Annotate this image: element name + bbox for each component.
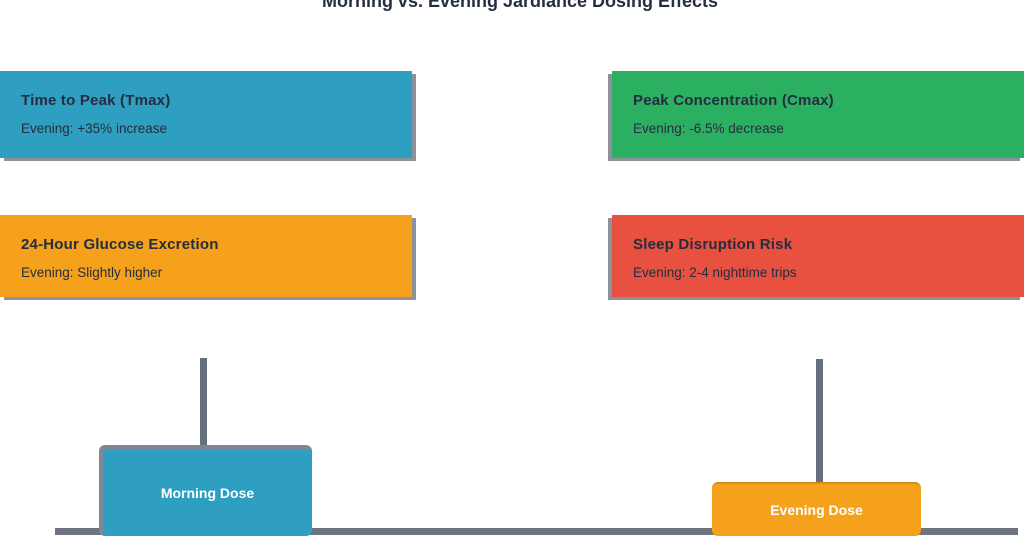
node-evening-dose-label: Evening Dose (770, 502, 863, 518)
card-peak-concentration-heading: Peak Concentration (Cmax) (633, 92, 834, 109)
node-evening-dose: Evening Dose (712, 482, 921, 536)
node-morning-dose: Morning Dose (99, 445, 312, 536)
card-glucose-excretion-heading: 24-Hour Glucose Excretion (21, 236, 219, 253)
diagram-title: Morning vs. Evening Jardiance Dosing Eff… (321, 0, 719, 11)
card-sleep-disruption-heading: Sleep Disruption Risk (633, 236, 793, 253)
card-sleep-disruption-detail: Evening: 2-4 nighttime trips (633, 265, 797, 280)
connector-line-morning (200, 358, 207, 450)
card-glucose-excretion-detail: Evening: Slightly higher (21, 265, 163, 280)
card-glucose-excretion: 24-Hour Glucose Excretion Evening: Sligh… (0, 215, 412, 297)
card-time-to-peak-heading: Time to Peak (Tmax) (21, 92, 171, 109)
bottom-baseline (55, 528, 1018, 535)
node-morning-dose-label: Morning Dose (160, 484, 255, 501)
card-time-to-peak: Time to Peak (Tmax) Evening: +35% increa… (0, 71, 412, 158)
card-peak-concentration: Peak Concentration (Cmax) Evening: -6.5%… (612, 71, 1024, 158)
connector-line-evening (816, 359, 823, 483)
card-time-to-peak-detail: Evening: +35% increase (21, 121, 167, 136)
card-peak-concentration-detail: Evening: -6.5% decrease (633, 121, 784, 136)
card-sleep-disruption: Sleep Disruption Risk Evening: 2-4 night… (612, 215, 1024, 297)
